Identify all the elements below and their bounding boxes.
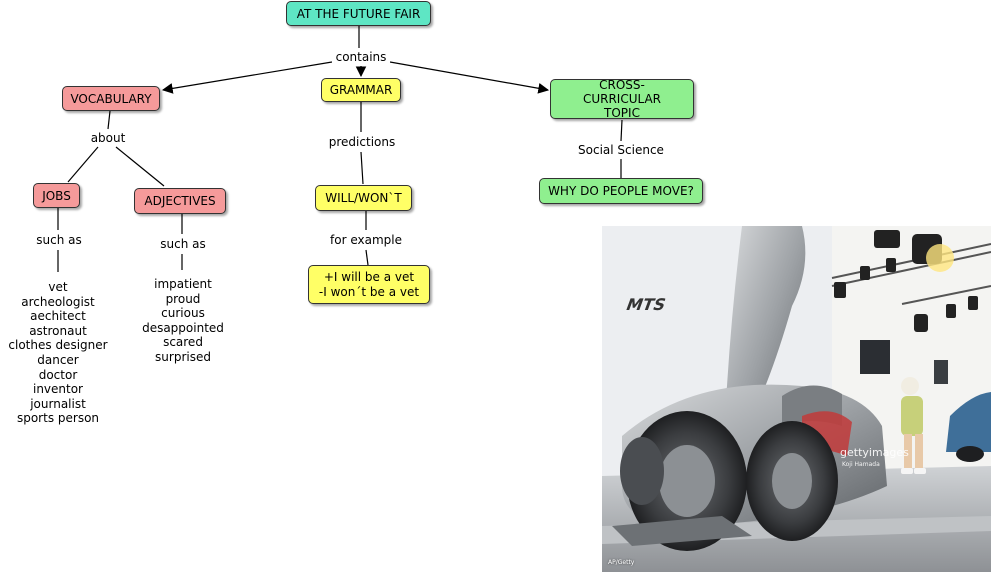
list-item: astronaut [29,323,87,338]
watermark-text: gettyimages [840,446,909,459]
node-will-wont[interactable]: WILL/WON`T [315,185,412,211]
node-jobs[interactable]: JOBS [33,183,80,208]
node-adjectives[interactable]: ADJECTIVES [134,188,226,214]
list-item: doctor [38,367,78,382]
node-at-the-future-fair[interactable]: AT THE FUTURE FAIR [286,1,431,26]
link-label-social-science: Social Science [575,143,667,158]
link-label-about: about [88,131,128,146]
list-item: aechitect [30,309,86,324]
concept-car-photo: MTS gettyimages Koji Hamada AP/Getty [602,226,991,572]
list-item: clothes designer [8,338,108,353]
jobs-list: vet archeologist aechitect astronaut clo… [0,280,116,426]
list-item: journalist [30,396,86,411]
watermark-credit: Koji Hamada [842,461,880,468]
node-why-do-people-move[interactable]: WHY DO PEOPLE MOVE? [539,178,703,204]
list-item: proud [165,291,201,306]
node-cross-curricular-topic[interactable]: CROSS-CURRICULAR TOPIC [550,78,694,120]
link-label-predictions: predictions [325,135,399,150]
node-will-be-a-vet-example[interactable]: +I will be a vet -I won´t be a vet [308,265,430,304]
list-item: sports person [16,411,100,426]
list-item: dancer [37,352,79,367]
link-label-for-example: for example [326,233,406,248]
link-label-such-as-adjectives: such as [156,237,210,252]
list-item: surprised [155,349,211,364]
list-item: desappointed [142,320,224,335]
photo-corner-credit: AP/Getty [608,559,635,566]
list-item: impatient [154,277,212,291]
list-item: archeologist [21,294,95,309]
brand-logo: MTS [623,295,668,313]
adjectives-list: impatient proud curious desappointed sca… [130,277,236,365]
list-item: scared [163,335,203,350]
concept-car-illustration: MTS gettyimages Koji Hamada [602,226,991,572]
list-item: vet [48,280,68,294]
link-label-such-as-jobs: such as [32,233,86,248]
node-vocabulary[interactable]: VOCABULARY [62,86,160,111]
link-label-contains: contains [332,50,390,65]
list-item: curious [161,306,205,321]
node-grammar[interactable]: GRAMMAR [321,78,401,102]
list-item: inventor [32,382,83,397]
